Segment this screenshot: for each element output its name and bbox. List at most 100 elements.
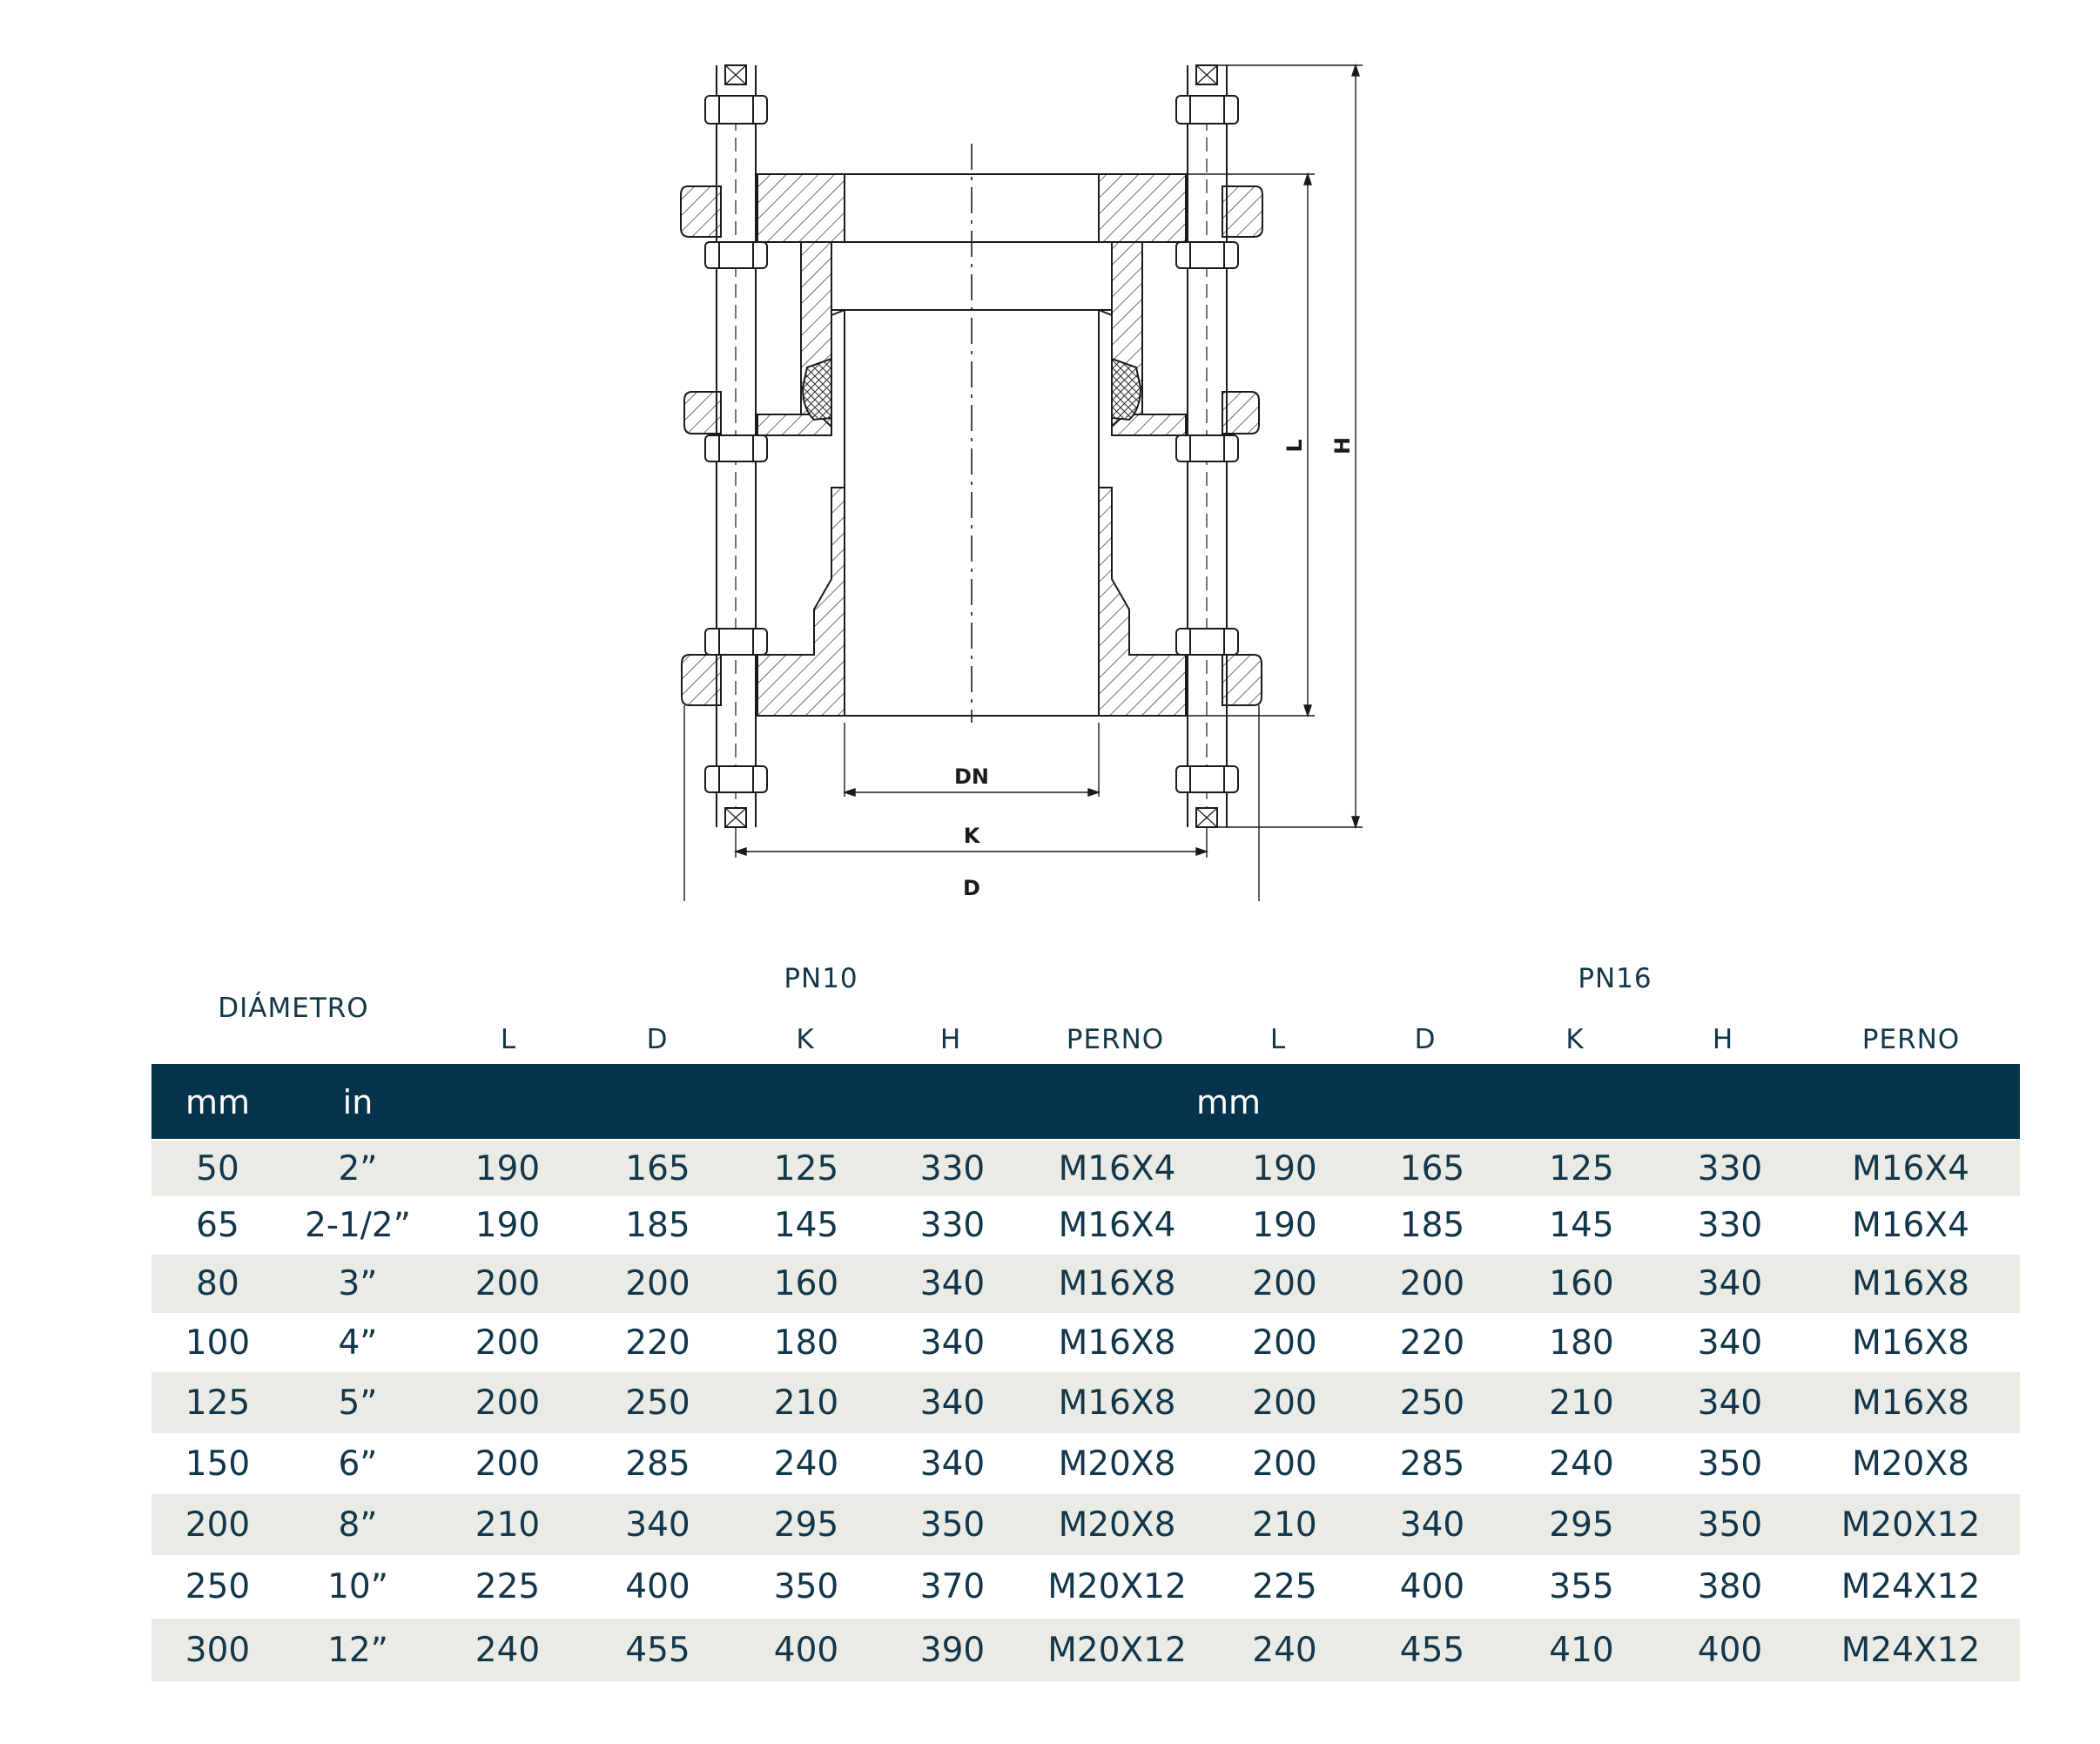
cell-pn16-d: 250 (1360, 1372, 1504, 1433)
cell-pn10-d: 200 (583, 1255, 732, 1313)
diameter-header: DIÁMETRO (218, 993, 369, 1024)
cell-pn10-h: 390 (880, 1619, 1025, 1681)
cell-mm: 80 (151, 1255, 284, 1313)
dn-label: DN (954, 764, 989, 789)
cell-pn16-l: 240 (1209, 1619, 1360, 1681)
cell-pn16-perno: M16X8 (1801, 1255, 2020, 1313)
col-header-pn16-h: H (1712, 1024, 1734, 1055)
cell-pn16-d: 200 (1360, 1255, 1504, 1313)
cell-pn10-h: 350 (880, 1494, 1025, 1555)
cell-pn10-k: 295 (732, 1494, 880, 1555)
col-header-pn16-d: D (1414, 1024, 1437, 1055)
cell-pn16-h: 340 (1659, 1255, 1801, 1313)
units-band: mm in mm (151, 1064, 2020, 1139)
cell-mm: 250 (185, 1567, 251, 1606)
col-header-pn10-h: H (939, 1024, 962, 1055)
cell-pn10-d: 250 (583, 1372, 732, 1433)
cell-pn16-k: 295 (1504, 1494, 1659, 1555)
d-label: D (963, 876, 980, 900)
col-header-pn10-perno: PERNO (1066, 1024, 1165, 1055)
cell-pn10-d: 400 (625, 1567, 690, 1606)
cell-pn16-h: 350 (1697, 1444, 1763, 1484)
flange-ear-left-top (680, 185, 722, 238)
cell-pn10-l: 200 (475, 1323, 541, 1363)
col-header-pn16-k: K (1565, 1024, 1585, 1055)
cell-in: 8” (284, 1494, 432, 1555)
cell-pn10-h: 340 (880, 1372, 1025, 1433)
cell-pn10-k: 160 (732, 1255, 880, 1313)
cell-pn16-h: 330 (1697, 1206, 1763, 1245)
cell-pn16-k: 145 (1549, 1206, 1614, 1245)
cell-pn10-l: 200 (432, 1255, 583, 1313)
h-label: H (1330, 437, 1355, 455)
cell-pn10-perno: M16X8 (1058, 1323, 1176, 1363)
cell-pn16-l: 210 (1209, 1494, 1360, 1555)
cell-pn16-l: 200 (1252, 1323, 1317, 1363)
cell-pn16-perno: M16X8 (1852, 1323, 1969, 1363)
right-section (1098, 173, 1263, 717)
gland-ear-right (1222, 391, 1260, 434)
cell-pn10-k: 125 (732, 1141, 880, 1196)
cell-pn16-k: 160 (1504, 1255, 1659, 1313)
cell-in: 2” (284, 1141, 432, 1196)
cell-in: 3” (284, 1255, 432, 1313)
flange-ear-right-top (1222, 185, 1263, 238)
cell-in: 2-1/2” (305, 1206, 411, 1245)
col-header-pn16-l: L (1269, 1024, 1287, 1055)
cell-mm: 50 (151, 1141, 284, 1196)
cell-pn16-d: 285 (1399, 1444, 1465, 1484)
dimension-lines (683, 63, 1363, 901)
cell-pn10-perno: M20X8 (1058, 1444, 1176, 1484)
cell-pn10-l: 210 (432, 1494, 583, 1555)
cell-pn10-l: 225 (475, 1567, 541, 1606)
cell-pn10-d: 185 (625, 1206, 690, 1245)
cell-pn10-perno: M20X12 (1047, 1567, 1187, 1606)
tie-rod-left (704, 64, 768, 828)
cell-pn10-perno: M16X8 (1025, 1255, 1209, 1313)
cell-pn16-l: 190 (1252, 1206, 1317, 1245)
cell-pn16-perno: M16X8 (1801, 1372, 2020, 1433)
gland-ear-left (683, 391, 722, 434)
flange-ear-left-bottom (681, 654, 722, 706)
k-label: K (964, 824, 981, 848)
cell-pn10-h: 330 (880, 1141, 1025, 1196)
cell-pn16-h: 330 (1659, 1141, 1801, 1196)
gasket-right (1111, 357, 1142, 421)
cell-pn16-d: 165 (1360, 1141, 1504, 1196)
cell-pn10-d: 220 (625, 1323, 690, 1363)
l-label: L (1282, 439, 1307, 452)
cell-pn16-h: 340 (1659, 1372, 1801, 1433)
cell-pn10-h: 370 (919, 1567, 986, 1606)
cell-pn10-d: 285 (625, 1444, 690, 1484)
cell-mm: 100 (185, 1323, 251, 1363)
unit-values-mm: mm (1195, 1083, 1262, 1121)
unit-mm: mm (185, 1083, 251, 1121)
cell-pn16-k: 355 (1549, 1567, 1614, 1606)
left-section (680, 173, 845, 717)
cell-pn10-h: 330 (919, 1206, 986, 1245)
cell-pn10-l: 190 (432, 1141, 583, 1196)
cell-in: 5” (284, 1372, 432, 1433)
cell-pn16-k: 410 (1504, 1619, 1659, 1681)
bottom-flange-left (757, 487, 845, 717)
cell-pn10-k: 180 (773, 1323, 839, 1363)
cell-pn16-l: 225 (1252, 1567, 1317, 1606)
cell-pn10-h: 340 (919, 1323, 986, 1363)
cell-pn10-l: 200 (432, 1372, 583, 1433)
cell-pn16-d: 185 (1399, 1206, 1465, 1245)
cell-pn16-k: 240 (1549, 1444, 1614, 1484)
cell-in: 4” (338, 1323, 378, 1363)
cell-pn10-d: 340 (583, 1494, 732, 1555)
cell-pn10-l: 200 (475, 1444, 541, 1484)
cell-pn10-l: 240 (432, 1619, 583, 1681)
cell-pn16-k: 125 (1504, 1141, 1659, 1196)
cell-pn10-perno: M20X8 (1025, 1494, 1209, 1555)
cell-pn16-l: 200 (1209, 1372, 1360, 1433)
cell-pn10-k: 240 (773, 1444, 839, 1484)
